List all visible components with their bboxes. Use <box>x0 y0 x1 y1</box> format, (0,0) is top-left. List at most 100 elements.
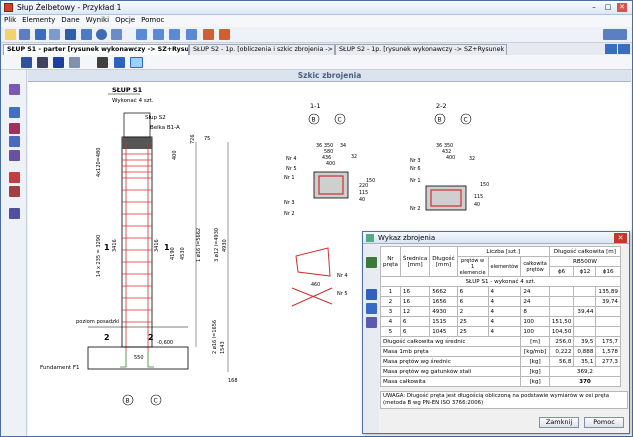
sec2-axis-b-circle <box>434 113 446 125</box>
svg-text:Nr 1: Nr 1 <box>410 178 421 184</box>
foundation-outline <box>87 346 189 370</box>
help-button[interactable]: Pomoc <box>584 417 624 428</box>
tab-next-icon[interactable] <box>618 44 630 54</box>
print-list-icon[interactable] <box>366 289 377 300</box>
svg-text:4930: 4930 <box>222 239 228 252</box>
settings-list-icon[interactable] <box>366 317 377 328</box>
dialog-close-button[interactable]: ✕ <box>614 233 627 243</box>
reinforcement-list-dialog: Wykaz zbrojenia ✕ Nr pręta Średnica [mm]… <box>362 231 630 434</box>
svg-text:4190: 4190 <box>170 247 176 260</box>
rebar-icon[interactable] <box>53 57 64 68</box>
label-poziom: poziom posadzki <box>76 319 119 325</box>
dialog-title: Wykaz zbrojenia <box>378 234 436 242</box>
svg-text:36: 36 <box>436 143 442 149</box>
tool-5-icon[interactable] <box>9 150 20 161</box>
minimize-button[interactable]: – <box>592 3 596 11</box>
tab-slup-s2-drawing[interactable]: SŁUP S2 - 1p. [rysunek wykonawczy -> SZ+… <box>335 44 507 55</box>
dim-168: 168 <box>228 378 238 384</box>
layers-icon[interactable] <box>37 57 48 68</box>
copy-list-icon[interactable] <box>366 303 377 314</box>
print-icon[interactable] <box>65 29 76 40</box>
column-subtitle: Wykonać 4 szt. <box>112 97 154 104</box>
svg-text:400: 400 <box>446 155 455 161</box>
svg-text:Nr 6: Nr 6 <box>410 166 421 172</box>
language-flag-icon[interactable] <box>603 29 627 40</box>
menu-pomoc[interactable]: Pomoc <box>141 16 165 24</box>
menu-wyniki[interactable]: Wyniki <box>85 16 110 24</box>
tool-2-icon[interactable] <box>9 107 20 118</box>
clipboard-icon[interactable] <box>97 57 108 68</box>
svg-text:115: 115 <box>359 190 368 196</box>
bar-5-label: Nr 5 <box>337 291 348 297</box>
table-header-row: prętów w 1 elemencie elementów całkowita… <box>381 256 621 277</box>
dim-minus-0600: -0,600 <box>157 340 173 346</box>
label-slup-s2: Słup S2 <box>145 115 166 121</box>
svg-text:Nr 1: Nr 1 <box>284 175 295 181</box>
close-dialog-button[interactable]: Zamknij <box>539 417 579 428</box>
svg-text:4530: 4530 <box>180 247 186 260</box>
svg-text:2 ø16 l=1656: 2 ø16 l=1656 <box>212 320 218 354</box>
element-icon[interactable] <box>136 29 147 40</box>
new-icon[interactable] <box>19 29 30 40</box>
tab-prev-icon[interactable] <box>605 44 617 54</box>
section-1-bar-labels: Nr 4 Nr 1 Nr 3 Nr 2 Nr 5 <box>284 156 297 217</box>
menu-plik[interactable]: Plik <box>4 16 17 24</box>
svg-text:726: 726 <box>190 134 196 144</box>
save-icon[interactable] <box>35 29 46 40</box>
section-mark-2-right: 2 <box>148 333 154 342</box>
table-group-row: SŁUP S1 - wykonać 4 szt. <box>380 276 621 287</box>
bar-4-shape <box>295 247 331 277</box>
save-all-icon[interactable] <box>49 29 60 40</box>
help-icon[interactable] <box>96 29 107 40</box>
about-icon[interactable] <box>111 29 122 40</box>
svg-text:150: 150 <box>366 178 375 184</box>
window-title: Słup Żelbetowy - Przykład 1 <box>17 3 122 12</box>
svg-text:432: 432 <box>442 149 451 155</box>
view-toolbar <box>1 55 632 70</box>
menu-opcje[interactable]: Opcje <box>115 16 136 24</box>
menu-dane[interactable]: Dane <box>61 16 80 24</box>
tab-slup-s2-calc[interactable]: SŁUP S2 - 1p. [obliczenia i szkic zbroje… <box>189 44 335 55</box>
tool-8-icon[interactable] <box>9 208 20 219</box>
insert-element-icon[interactable] <box>186 29 197 40</box>
delete-element-icon[interactable] <box>203 29 214 40</box>
close-button[interactable]: ✕ <box>617 3 627 12</box>
eraser-icon[interactable] <box>69 57 80 68</box>
svg-text:580: 580 <box>324 149 333 155</box>
section-2-stirrup <box>430 189 462 207</box>
menu-elementy[interactable]: Elementy <box>22 16 56 24</box>
column-stirrups <box>122 142 152 352</box>
tool-6-icon[interactable] <box>9 172 20 183</box>
remove-element-icon[interactable] <box>219 29 230 40</box>
summary-row: Masa prętów wg gatunków stali[kg]369,2 <box>379 366 621 377</box>
maximize-button[interactable]: □ <box>604 3 612 11</box>
tool-3-icon[interactable] <box>9 123 20 134</box>
tab-slup-s1[interactable]: SŁUP S1 - parter [rysunek wykonawczy -> … <box>3 44 189 55</box>
calc-icon[interactable] <box>81 29 92 40</box>
grid-icon[interactable] <box>114 57 125 68</box>
svg-text:32: 32 <box>351 154 357 160</box>
open-icon[interactable] <box>5 29 16 40</box>
copy-element-icon[interactable] <box>169 29 180 40</box>
axis-c-circle <box>150 394 162 406</box>
vertical-dimensions: 4x120=480 14 x 235 = 3290 3416 3416 4190… <box>96 134 228 354</box>
upper-column-s2 <box>123 112 151 138</box>
tool-4-icon[interactable] <box>9 136 20 147</box>
pencil-icon[interactable] <box>21 57 32 68</box>
tool-1-icon[interactable] <box>9 84 20 95</box>
tool-7-icon[interactable] <box>9 186 20 197</box>
add-element-icon[interactable] <box>153 29 164 40</box>
main-toolbar <box>1 27 632 43</box>
dimension-icon[interactable] <box>130 57 143 68</box>
export-icon[interactable] <box>366 257 377 268</box>
table-header-row: Nr pręta Średnica [mm] Długość [mm] Licz… <box>380 246 621 277</box>
svg-text:350: 350 <box>444 143 453 149</box>
sec1-axis-b-circle <box>308 113 320 125</box>
